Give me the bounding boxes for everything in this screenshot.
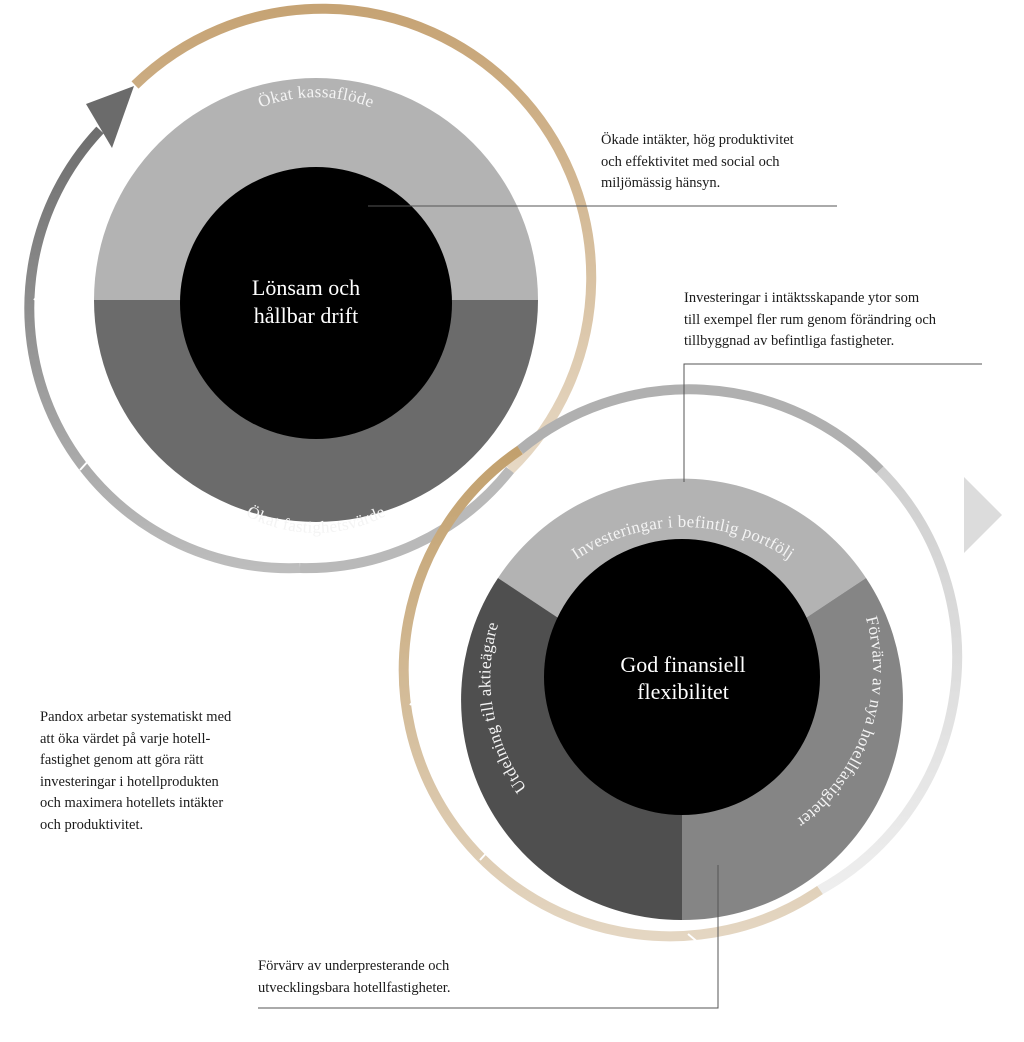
note-pandox: Pandox arbetar systematiskt med att öka … (40, 707, 231, 836)
ring-chevron (409, 691, 433, 706)
ring-chevron (559, 299, 583, 314)
bottom-cycle-ring (398, 384, 963, 955)
leader-lines (258, 205, 982, 1009)
note-line: fastighet genom att göra rätt (40, 752, 204, 768)
note-line: tillbyggnad av befintliga fastigheter. (684, 333, 895, 349)
leader-line-acquisition (258, 865, 719, 1009)
note-line: Förvärv av underpresterande och (258, 958, 450, 974)
note-investments: Investeringar i intäktsskapande ytor som… (684, 288, 936, 353)
top-ring-dark-arc (24, 126, 301, 574)
note-line: investeringar i hotellprodukten (40, 773, 219, 790)
bottom-ring-grey-arc (516, 384, 884, 474)
note-cashflow: Ökade intäkter, hög produktivitet och ef… (601, 130, 794, 195)
top-ring-grey-arc (299, 466, 514, 574)
core-title-line-2: hållbar drift (254, 303, 358, 328)
ring-chevron (479, 846, 503, 861)
top-ring-gold-arc (131, 3, 597, 474)
note-line: miljömässig hänsyn. (601, 175, 721, 191)
core-title-line-2: flexibilitet (637, 679, 729, 704)
bottom-ring-gold-arc (398, 445, 823, 942)
note-line: Pandox arbetar systematiskt med (40, 709, 232, 725)
bottom-ring-light-arc (817, 466, 963, 895)
note-line: Investeringar i intäktsskapande ytor som (684, 290, 920, 306)
ring-chevron (904, 704, 928, 719)
note-line: att öka värdet på varje hotell- (40, 730, 211, 747)
bottom-cycle-disc: Investeringar i befintlig portfölj Utdel… (461, 478, 903, 921)
top-ring-arrowhead (86, 86, 134, 148)
core-title-line-1: God finansiell (620, 652, 745, 677)
note-line: utvecklingsbara hotellfastigheter. (258, 979, 451, 996)
note-line: och effektivitet med social och (601, 153, 780, 170)
note-line: och maximera hotellets intäkter (40, 795, 224, 811)
note-acquisition: Förvärv av underpresterande och utveckli… (258, 956, 450, 999)
ring-chevron (79, 456, 103, 471)
top-cycle-ring (24, 3, 597, 574)
core-circle-bottom (544, 539, 820, 815)
note-line: Ökade intäkter, hög produktivitet (601, 132, 794, 148)
note-line: till exempel fler rum genom förändring o… (684, 311, 937, 328)
ring-chevron (33, 286, 57, 301)
note-line: och produktivitet. (40, 816, 144, 833)
ring-chevron (687, 933, 702, 955)
leader-line-investments (683, 363, 982, 482)
core-circle-top (180, 167, 452, 439)
next-arrow-icon (964, 477, 1002, 553)
top-cycle-disc: Ökat kassaflöde Ökat fastighetsvärde Lön… (94, 78, 538, 537)
core-title-line-1: Lönsam och (252, 275, 360, 300)
ring-chevron (859, 479, 881, 494)
